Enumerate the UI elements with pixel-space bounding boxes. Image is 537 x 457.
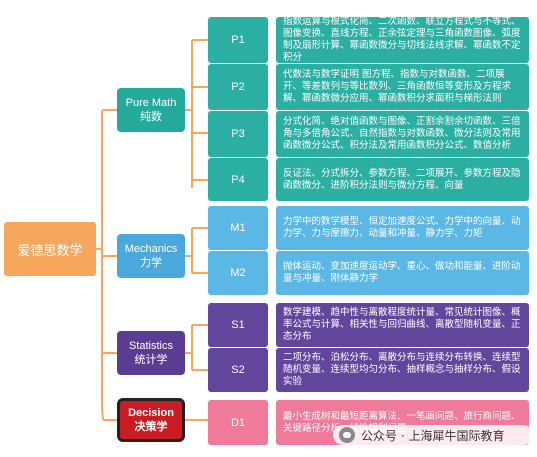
module-topics-text: 指数运算与根式化简、二次函数、联立方程式与不等式、图像变换、直线方程、正余弦定理… (283, 16, 521, 63)
module-topics-text: 反证法、分式拆分、参数方程、二项展开、参数方程及隐函数微分、进阶积分法则与微分方… (283, 167, 521, 191)
module-code-m2: M2 (208, 251, 268, 295)
category-title-zh: 决策学 (134, 421, 168, 433)
mechanics-connector (185, 227, 208, 274)
module-topics-s1: 数学建模、趋中性与离散程度统计量、常见统计图像、概率公式与计算、相关性与回归曲线… (276, 303, 529, 347)
module-code-s1: S1 (208, 303, 268, 347)
category-title-zh: 统计学 (134, 354, 168, 366)
module-topics-text: 二项分布、泊松分布、离散分布与连续分布转换、连续型随机变量、连续型均匀分布、抽样… (283, 352, 521, 387)
module-topics-m2: 抛体运动、变加速度运动学、重心、做功和能量、进阶动量与冲量、刚体静力学 (276, 251, 529, 295)
statistics-connector (185, 324, 208, 371)
module-code-label: M1 (230, 222, 246, 234)
category-pure-math: Pure Math 纯数 (117, 88, 185, 132)
root-label: 爱德思数学 (17, 243, 83, 259)
category-title-en: Pure Math (125, 97, 177, 109)
module-topics-p3: 分式化简、绝对值函数与图像、正割余割余切函数、三倍角与多倍角公式、自然指数与对数… (276, 111, 529, 157)
category-title-en: Statistics (128, 340, 173, 352)
module-code-s2: S2 (208, 348, 268, 392)
module-code-label: M2 (230, 267, 246, 279)
module-topics-p1: 指数运算与根式化简、二次函数、联立方程式与不等式、图像变换、直线方程、正余弦定理… (276, 16, 529, 63)
category-title-en: Mechanics (124, 243, 178, 255)
module-code-p2: P2 (208, 64, 268, 110)
category-title-en: Decision (128, 407, 174, 419)
category-title-zh: 力学 (140, 257, 162, 269)
module-code-label: P1 (231, 34, 245, 46)
module-topics-text: 代数法与数学证明 图方程、指数与对数函数、二项展开、等差数列与等比数列、三角函数… (283, 69, 512, 104)
root-node: 爱德思数学 (4, 222, 96, 276)
module-code-p3: P3 (208, 111, 268, 157)
module-topics-text: 分式化简、绝对值函数与图像、正割余割余切函数、三倍角与多倍角公式、自然指数与对数… (283, 116, 521, 151)
watermark-text: 公众号 · 上海犀牛国际教育 (361, 428, 505, 443)
module-code-m1: M1 (208, 206, 268, 250)
module-topics-text: 力学中的数学模型、恒定加速度公式、力学中的向量、动力学、力与摩擦力、动量和冲量、… (283, 216, 521, 239)
module-topics-p2: 代数法与数学证明 图方程、指数与对数函数、二项展开、等差数列与等比数列、三角函数… (276, 64, 529, 110)
module-code-p4: P4 (208, 158, 268, 201)
module-code-label: S2 (231, 364, 245, 376)
category-title-zh: 纯数 (140, 111, 162, 123)
module-topics-p4: 反证法、分式拆分、参数方程、二项展开、参数方程及隐函数微分、进阶积分法则与微分方… (276, 158, 529, 201)
pure-connector (185, 39, 208, 188)
module-code-label: P3 (231, 128, 245, 140)
root-connector (96, 109, 117, 421)
module-code-p1: P1 (208, 17, 268, 63)
module-code-label: S1 (231, 319, 245, 331)
module-code-label: P4 (231, 173, 245, 186)
category-decision: Decision 决策学 (117, 398, 185, 442)
module-topics-m1: 力学中的数学模型、恒定加速度公式、力学中的向量、动力学、力与摩擦力、动量和冲量、… (276, 206, 529, 250)
module-code-label: D1 (230, 416, 246, 429)
wechat-icon (339, 427, 355, 443)
category-statistics: Statistics 统计学 (117, 331, 185, 375)
watermark: 公众号 · 上海犀牛国际教育 (333, 425, 533, 445)
module-topics-s2: 二项分布、泊松分布、离散分布与连续分布转换、连续型随机变量、连续型均匀分布、抽样… (276, 348, 529, 392)
module-code-d1: D1 (208, 400, 268, 445)
module-topics-text: 数学建模、趋中性与离散程度统计量、常见统计图像、概率公式与计算、相关性与回归曲线… (283, 307, 521, 342)
category-mechanics: Mechanics 力学 (117, 234, 185, 278)
module-code-label: P2 (231, 81, 245, 93)
module-topics-text: 抛体运动、变加速度运动学、重心、做功和能量、进阶动量与冲量、刚体静力学 (283, 261, 521, 284)
